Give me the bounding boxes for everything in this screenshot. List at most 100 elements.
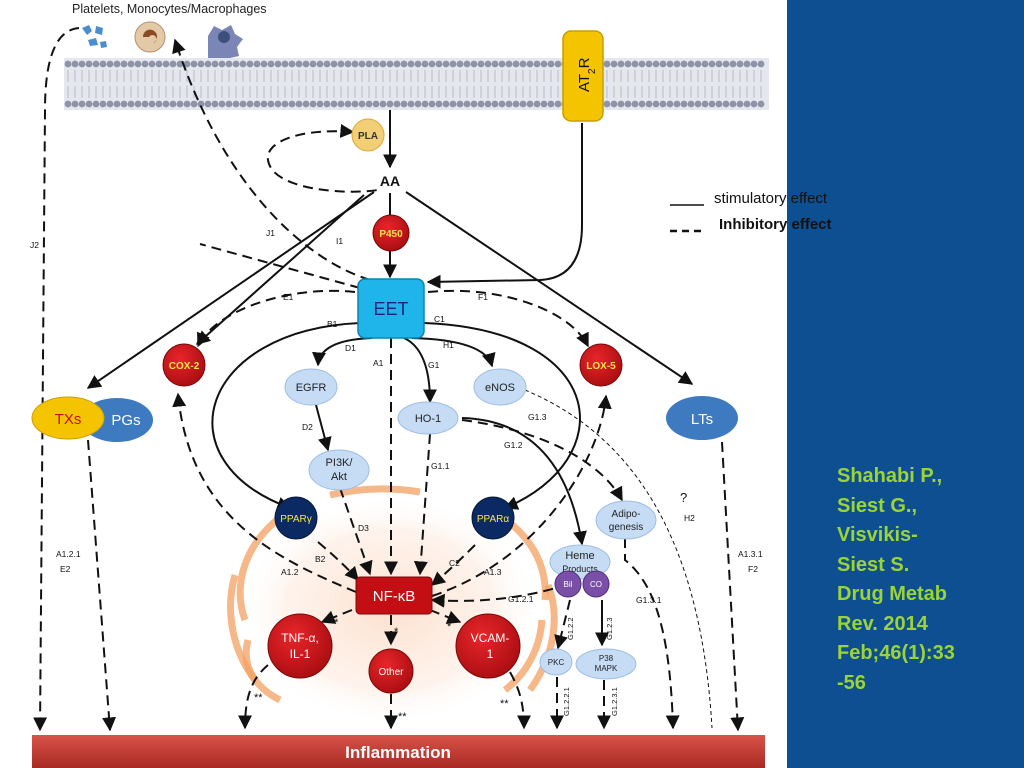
eet-label: EET (373, 299, 408, 319)
p450-label: P450 (379, 229, 403, 240)
citation-line: Drug Metab (837, 583, 947, 605)
receptor-label-tail: R (576, 57, 593, 68)
edge-label: A1.2.1 (56, 549, 81, 559)
citation-line: Rev. 2014 (837, 612, 928, 635)
edge-label: A1 (373, 358, 384, 368)
adipo-label: Adipo- (612, 509, 641, 520)
citation-line: Shahabi P., (837, 465, 943, 487)
pkc-node: PKC (539, 648, 573, 676)
edge-label: A1.3.1 (738, 549, 763, 559)
txs-node: TXs (31, 396, 105, 440)
ppar-gamma-node: PPARγ (274, 496, 318, 540)
products-label: Products (562, 564, 598, 574)
enos-label: eNOS (485, 382, 515, 394)
edge-label: G1 (428, 360, 440, 370)
edge-label: G1.3.1 (636, 595, 662, 605)
citation-line: Siest G., (837, 494, 918, 517)
citation-line: Siest S. (837, 553, 910, 576)
egfr-node: EGFR (284, 368, 338, 406)
citation-line: -56 (837, 671, 866, 694)
co-label: CO (590, 580, 602, 589)
enos-node: eNOS (473, 368, 527, 406)
ppar-gamma-label: PPARγ (280, 514, 312, 525)
edge-label: J1 (266, 228, 275, 238)
heme-label: Heme (565, 550, 594, 562)
txs-label: TXs (55, 411, 82, 428)
legend (670, 204, 706, 233)
receptor-subscript: 2 (587, 68, 598, 74)
p38-mapk-node: P38 MAPK (575, 648, 637, 680)
edge-label: G1.2.2 (566, 617, 575, 640)
cells-label: Platelets, Monocytes/Macrophages (72, 2, 267, 16)
legend-stimulatory-label: stimulatory effect (714, 190, 828, 207)
other-node: Other (368, 648, 414, 694)
edge-label: G1.2.2.1 (562, 687, 571, 716)
edge-label: ** (254, 692, 263, 704)
edge-label: A1.3 (484, 567, 502, 577)
edge-label: D3 (358, 523, 369, 533)
edge-labels: J1 I1 J2 E1 F1 B1 C1 D1 A1 H1 G1 D2 G1.1… (30, 228, 763, 723)
ppar-alpha-label: PPARα (477, 514, 509, 525)
edge-label: ** (500, 698, 509, 710)
bil-label: Bil (564, 580, 573, 589)
edge-label: F2 (748, 564, 758, 574)
lts-node: LTs (666, 396, 738, 440)
tnf-label: TNF-α, (281, 631, 319, 645)
inflammation-label: Inflammation (345, 743, 451, 762)
bil-node: Bil (554, 570, 582, 598)
edge-label: H1 (443, 340, 454, 350)
svg-text:AT2R: AT2R (576, 57, 598, 92)
edge-label: B2 (315, 554, 326, 564)
edge-label: G1.1 (431, 461, 450, 471)
cox2-label: COX-2 (169, 361, 200, 372)
edge-label: C2 (449, 558, 460, 568)
other-label: Other (378, 667, 404, 678)
edge-label: * (394, 626, 399, 638)
ppar-alpha-node: PPARα (471, 496, 515, 540)
citation-line: Visvikis- (837, 524, 918, 546)
edge-label: I1 (336, 236, 343, 246)
citation: Shahabi P., Siest G., Visvikis- Siest S.… (837, 462, 1017, 698)
receptor-label: AT (576, 74, 593, 92)
nfkb-node: NF-κB (355, 576, 433, 615)
adipogenesis-node: Adipo- genesis (595, 500, 657, 540)
edge-label: J2 (30, 240, 39, 250)
tnf-il1-node: TNF-α, IL-1 (267, 613, 333, 679)
lts-label: LTs (691, 411, 713, 428)
edge-label: H2 (684, 513, 695, 523)
platelet-icon (82, 25, 107, 48)
at2-receptor: AT2R (562, 30, 604, 122)
pi3k-label: PI3K/ (326, 457, 354, 469)
pla-label: PLA (358, 131, 378, 142)
vcam1-node: VCAM- 1 (455, 613, 521, 679)
p38-label: P38 (599, 654, 614, 663)
edge-label: E1 (283, 292, 294, 302)
macrophage-icon (208, 25, 243, 64)
edge-label: C1 (434, 314, 445, 324)
pathway-arrows (33, 27, 745, 732)
edge-label: * (334, 617, 339, 629)
pi3k-akt-node: PI3K/ Akt (308, 449, 370, 491)
genesis-label: genesis (609, 522, 643, 533)
citation-line: Feb;46(1):33 (837, 642, 955, 664)
ho1-node: HO-1 (397, 401, 459, 435)
p450-node: P450 (372, 214, 410, 252)
ho1-label: HO-1 (415, 413, 441, 425)
eet-node: EET (357, 278, 425, 339)
akt-label: Akt (331, 471, 347, 483)
edge-label: G1.2.3.1 (610, 687, 619, 716)
edge-label: * (447, 621, 452, 633)
edge-label: G1.3 (528, 412, 547, 422)
edge-label: E2 (60, 564, 71, 574)
edge-label: G1.2 (504, 440, 523, 450)
edge-label: G1.2.1 (508, 594, 534, 604)
monocyte-icon (134, 21, 166, 53)
edge-label: D2 (302, 422, 313, 432)
lox5-node: LOX-5 (579, 343, 623, 387)
vcam-1-label: 1 (487, 647, 494, 661)
inflammation-bar: Inflammation (32, 735, 765, 768)
pla-node: PLA (351, 118, 385, 152)
edge-label: D1 (345, 343, 356, 353)
edge-label: G1.2.3 (605, 617, 614, 640)
mapk-label: MAPK (595, 664, 618, 673)
